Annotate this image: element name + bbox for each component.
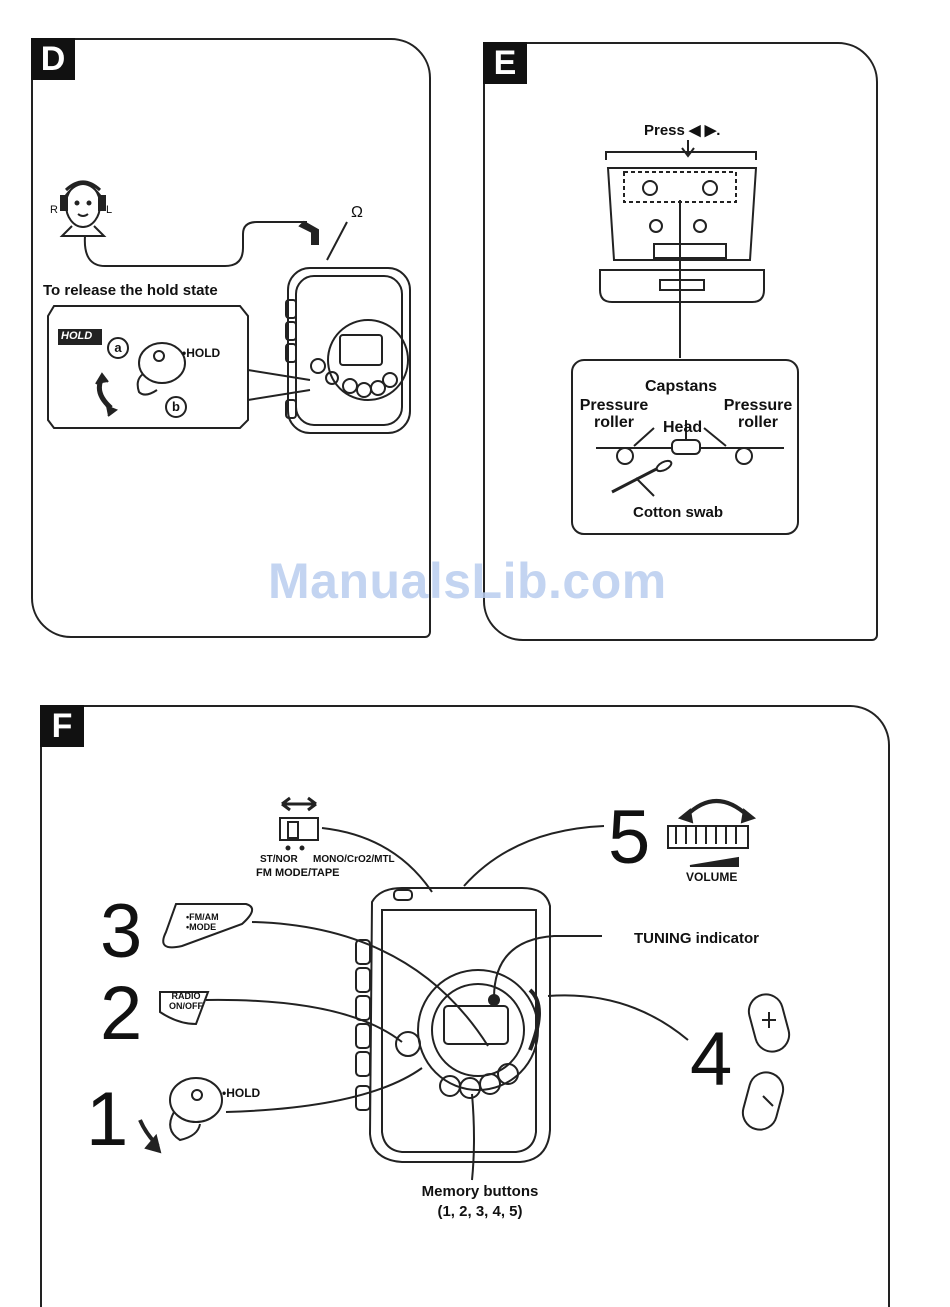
left-ear-label: L	[106, 204, 112, 216]
step-4-number: 4	[690, 1022, 732, 1098]
fm-mode-tape-label: FM MODE/TAPE	[256, 867, 340, 879]
fm-am-mode-button: •FM/AM•MODE	[186, 912, 219, 932]
headphone-person-icon	[61, 182, 105, 236]
cassette-player-d	[286, 268, 410, 433]
head-label: Head	[663, 419, 702, 437]
hold-icon: HOLD	[61, 330, 92, 342]
headphone-cord	[85, 222, 307, 266]
step-2-number: 2	[100, 976, 142, 1052]
capstans-label: Capstans	[645, 378, 717, 396]
cassette-player-f	[356, 888, 550, 1162]
memory-buttons-label: Memory buttons(1, 2, 3, 4, 5)	[400, 1182, 560, 1222]
release-hold-title: To release the hold state	[43, 282, 218, 299]
right-ear-label: R	[50, 204, 58, 216]
illustration-layer	[0, 0, 950, 1269]
step-3-number: 3	[100, 894, 142, 970]
hold-label-d: •HOLD	[182, 346, 220, 360]
tuning-indicator-label: TUNING indicator	[634, 930, 759, 947]
switch-mono-label: MONO/CrO2/MTL	[313, 854, 395, 865]
cotton-swab-label: Cotton swab	[633, 504, 723, 521]
headphone-jack-symbol: Ω	[351, 204, 363, 222]
hold-label-f: •HOLD	[222, 1086, 260, 1100]
volume-label: VOLUME	[686, 870, 737, 884]
cassette-deck-open	[600, 140, 764, 302]
watermark: ManualsLib.com	[268, 552, 667, 610]
position-a-label: a	[110, 340, 126, 355]
step-5-number: 5	[608, 800, 650, 876]
step-1-number: 1	[86, 1082, 128, 1158]
switch-st-nor-label: ST/NOR	[260, 854, 298, 865]
position-b-label: b	[168, 399, 184, 414]
press-label: Press ◀ ▶.	[644, 121, 720, 139]
